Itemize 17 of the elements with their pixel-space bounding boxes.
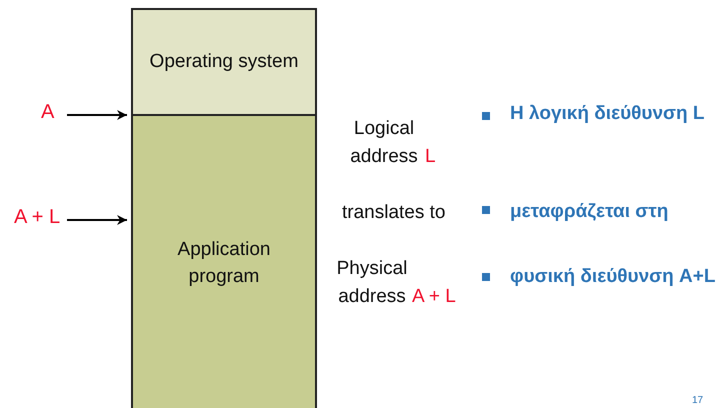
region-label: Operating system <box>150 50 298 74</box>
caption-text: translates to <box>342 201 446 225</box>
bullet-text: Η λογική διεύθυνση L <box>510 102 706 126</box>
region-label: Application program <box>176 238 272 289</box>
arrow <box>67 110 127 120</box>
caption-text: A + L <box>412 285 456 309</box>
address-label: A <box>41 101 54 124</box>
caption-text: L <box>425 145 436 169</box>
caption-text: Logical address <box>349 117 419 169</box>
caption-text: Physical address <box>336 257 408 309</box>
page-number: 17 <box>692 395 704 407</box>
memory-region <box>131 8 317 116</box>
memory-region <box>131 114 317 408</box>
bullet-text: φυσική διεύθυνση A+L <box>510 265 716 289</box>
bullet-text: μεταφράζεται στη <box>510 200 670 224</box>
arrow <box>67 215 127 225</box>
address-label: A + L <box>14 206 60 229</box>
